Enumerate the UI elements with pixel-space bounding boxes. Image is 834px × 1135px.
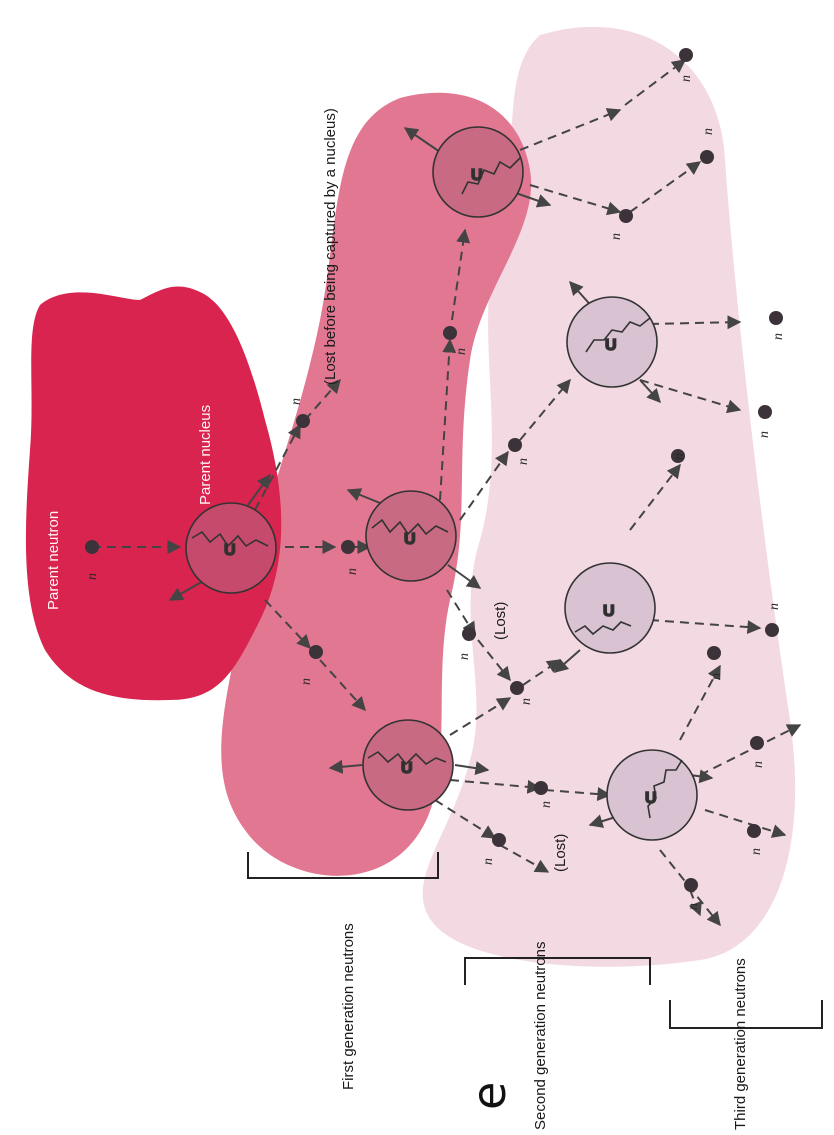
neutron-dot: [619, 209, 633, 223]
svg-text:n: n: [539, 801, 554, 808]
parent-neutron-label: Parent neutron: [45, 511, 62, 610]
second-gen-nucleus-2: U: [565, 563, 655, 653]
nucleus-u: U: [603, 603, 615, 620]
first-gen-nucleus-right: U: [433, 127, 523, 217]
neutron-dot: [534, 781, 548, 795]
nucleus-u: U: [404, 531, 416, 548]
neutron-dot: [508, 438, 522, 452]
svg-text:n: n: [85, 573, 100, 580]
parent-region: [26, 287, 281, 701]
svg-text:n: n: [757, 431, 772, 438]
neutron-dot: [443, 326, 457, 340]
svg-text:n: n: [609, 233, 624, 240]
nucleus-u: U: [645, 790, 657, 807]
neutron-dot: [684, 878, 698, 892]
svg-text:n: n: [516, 458, 531, 465]
parent-neutron-dot: [85, 540, 99, 554]
neutron-dot: [462, 627, 476, 641]
svg-text:n: n: [457, 653, 472, 660]
lost-label-left: (Lost): [552, 834, 569, 872]
neutron-dot: [750, 736, 764, 750]
svg-text:n: n: [289, 398, 304, 405]
third-gen-label: Third generation neutrons: [732, 958, 749, 1130]
svg-text:n: n: [767, 603, 782, 610]
neutron-dot: [700, 150, 714, 164]
svg-text:n: n: [454, 348, 469, 355]
second-gen-label: Second generation neutrons: [532, 942, 549, 1130]
svg-text:n: n: [686, 903, 701, 910]
nucleus-u: U: [401, 760, 413, 777]
neutron-dot: [510, 681, 524, 695]
parent-nucleus-label: Parent nucleus: [197, 405, 214, 505]
second-gen-nucleus-1: U: [567, 297, 657, 387]
svg-text:n: n: [299, 678, 314, 685]
first-gen-nucleus-left: U: [363, 720, 453, 810]
neutron-dot: [758, 405, 772, 419]
neutron-dot: [309, 645, 323, 659]
parent-nucleus-u: U: [224, 542, 236, 559]
svg-text:n: n: [771, 333, 786, 340]
svg-text:n: n: [749, 848, 764, 855]
first-gen-nucleus-middle: U: [366, 491, 456, 581]
svg-text:n: n: [481, 858, 496, 865]
lost-label-middle: (Lost): [492, 602, 509, 640]
neutron-dot: [492, 833, 506, 847]
svg-text:n: n: [751, 761, 766, 768]
stray-letter: e: [462, 1082, 516, 1110]
lost-before-label: (Lost before being captured by a nucleus…: [322, 108, 339, 385]
nucleus-u: U: [605, 337, 617, 354]
neutron-dot: [765, 623, 779, 637]
svg-text:n: n: [672, 453, 687, 460]
svg-text:n: n: [519, 698, 534, 705]
nucleus-u: U: [471, 167, 483, 184]
svg-text:n: n: [679, 75, 694, 82]
first-gen-label: First generation neutrons: [340, 923, 357, 1090]
second-gen-nucleus-3: U: [607, 750, 697, 840]
neutron-dot: [707, 646, 721, 660]
neutron-dot: [747, 824, 761, 838]
svg-text:n: n: [345, 568, 360, 575]
neutron-dot: [296, 414, 310, 428]
neutron-dot: [769, 311, 783, 325]
svg-text:n: n: [701, 128, 716, 135]
svg-text:n: n: [709, 673, 724, 680]
neutron-dot: [679, 48, 693, 62]
neutron-dot: [341, 540, 355, 554]
parent-nucleus: U: [186, 503, 276, 593]
